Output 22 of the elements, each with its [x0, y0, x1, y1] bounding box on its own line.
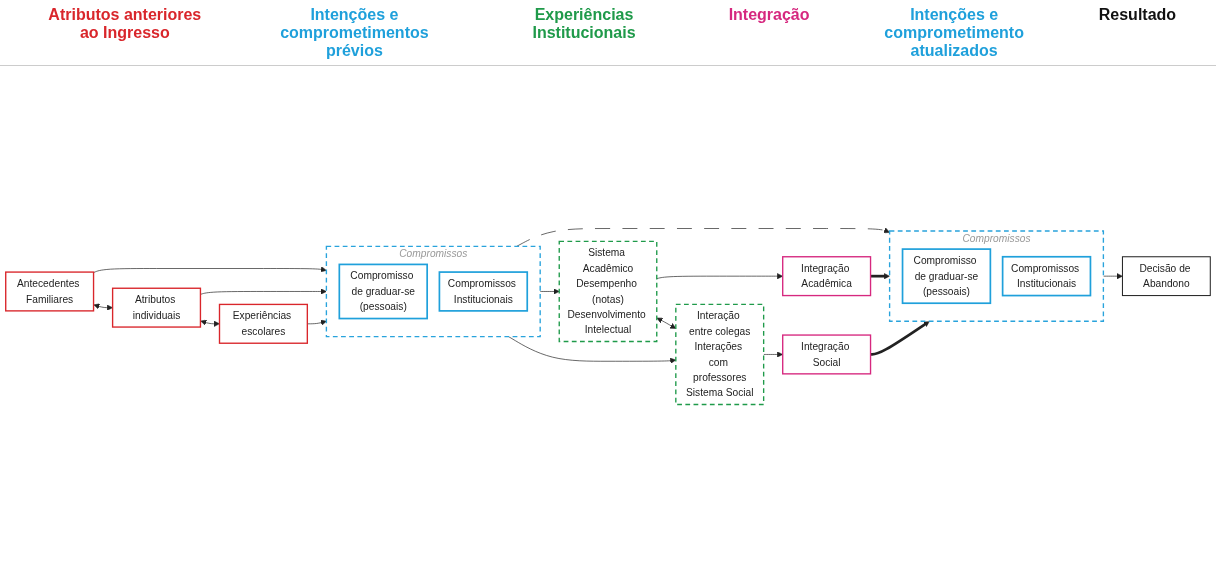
node-box: Atributos individuais: [111, 287, 202, 328]
node-box: Decisão de Abandono: [1121, 255, 1211, 296]
column-heading: Atributos anteriores ao Ingresso: [47, 6, 203, 42]
arrow: [870, 320, 930, 356]
node-box: Integração Acadêmica: [782, 255, 872, 296]
node-box: Compromisso de graduar-se (pessoais): [901, 247, 992, 304]
node-box: Experiências escolares: [218, 303, 308, 344]
column-heading: Resultado: [1098, 6, 1177, 24]
column-heading: Experiências Institucionais: [531, 6, 637, 42]
node-box: Compromissos Institucionais: [438, 270, 529, 312]
node-box: Compromissos Institucionais: [1001, 255, 1092, 296]
column-heading: Integração: [728, 6, 810, 24]
arrow: [93, 303, 113, 311]
node-box: Antecedentes Familiares: [5, 270, 95, 312]
arrow: [870, 272, 890, 279]
node-box: Integração Social: [782, 333, 872, 375]
node-box: Interação entre colegas Interações com professores Sistema Social: [675, 303, 765, 405]
column-heading: Intenções e comprometimento atualizados: [883, 6, 1025, 60]
arrow: [200, 319, 220, 327]
node-box: Sistema Acadêmico Desempenho (notas) Desenvolvimento Intelectual: [558, 240, 658, 342]
column-heading: Intenções e comprometimentos prévios: [279, 6, 430, 60]
node-box: Compromisso de graduar-se (pessoais): [338, 263, 428, 319]
